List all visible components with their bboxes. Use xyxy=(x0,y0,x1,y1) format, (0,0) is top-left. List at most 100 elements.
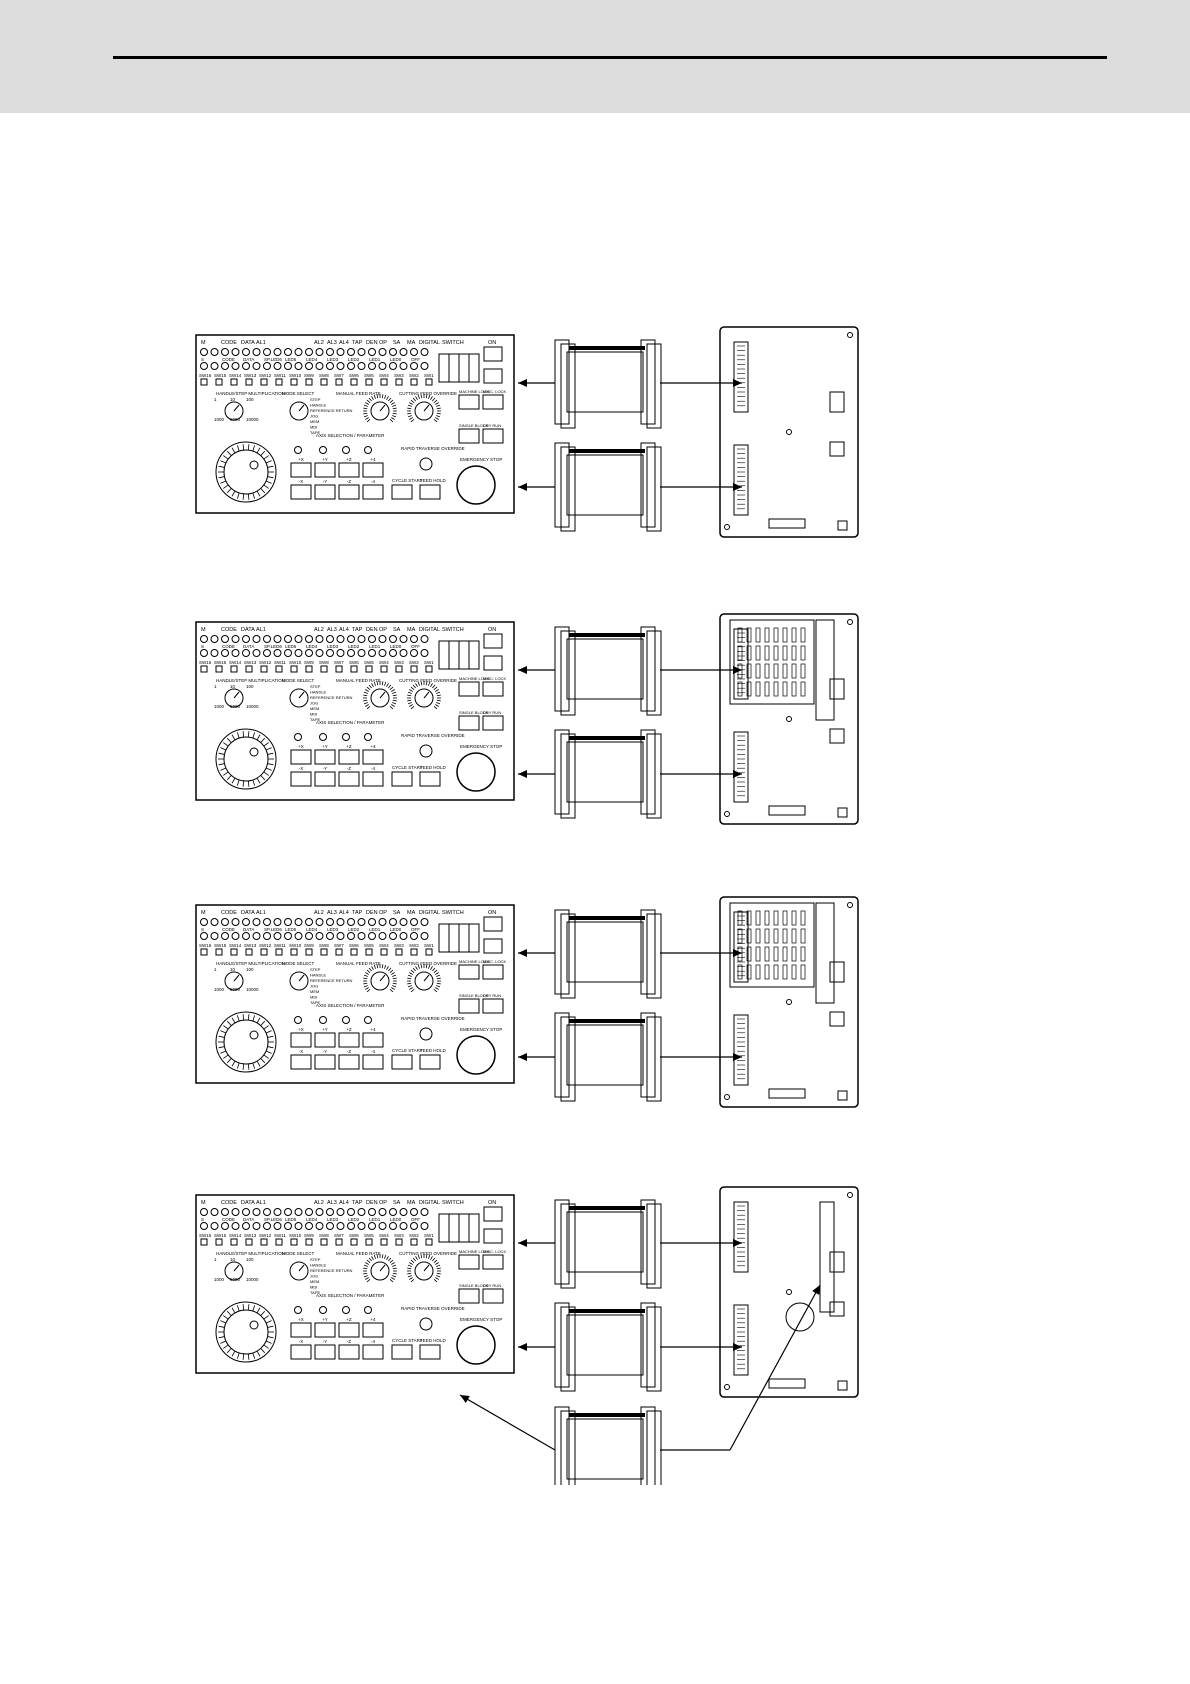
led-indicator xyxy=(252,348,261,356)
switch-label: SW11 xyxy=(274,373,286,378)
arrow-head xyxy=(733,770,742,778)
connector-plug xyxy=(646,913,662,999)
led-indicator xyxy=(294,1222,303,1230)
dial-tick xyxy=(363,1275,368,1278)
dial-tick xyxy=(412,1257,416,1262)
handwheel-tick xyxy=(226,450,232,456)
dial-tick xyxy=(436,702,441,705)
led-indicator xyxy=(315,1208,324,1216)
mode-label: MEM xyxy=(310,1279,319,1284)
heatsink-fin xyxy=(791,964,797,980)
panel-label-row2: LED3 xyxy=(327,927,339,932)
dial-tick xyxy=(386,396,389,400)
led-indicator xyxy=(410,1208,418,1216)
panel-label-row2: LED1 xyxy=(369,927,381,932)
mount-hole xyxy=(724,811,730,817)
panel-label-row2: CODE xyxy=(222,644,235,649)
toggle-switch xyxy=(275,1238,283,1246)
toggle-switch xyxy=(425,378,433,386)
heatsink-fin xyxy=(764,928,770,944)
dial-tick xyxy=(436,985,441,988)
card-outline xyxy=(719,326,859,538)
connector-plug xyxy=(554,1199,570,1285)
card-connector xyxy=(733,731,749,803)
rapid-label: RAPID TRAVERSE OVERRIDE xyxy=(401,446,465,451)
toggle-switch xyxy=(365,1238,373,1246)
connector-plug xyxy=(640,729,656,815)
led-indicator xyxy=(368,348,376,356)
led-indicator xyxy=(200,635,208,643)
dial-tick xyxy=(363,1267,368,1270)
toggle-switch xyxy=(335,665,343,673)
card-connector xyxy=(819,1201,835,1313)
led-indicator xyxy=(399,1222,408,1230)
heatsink-fin xyxy=(746,964,752,980)
knob-scale-label: 10 xyxy=(230,967,236,972)
panel-label-top: AL4 xyxy=(339,627,349,633)
handwheel-inner xyxy=(223,449,269,495)
dial-tick xyxy=(412,967,416,972)
arrow-head xyxy=(518,1343,527,1351)
handwheel-tick xyxy=(236,1015,240,1022)
dial-tick xyxy=(435,972,439,975)
led-indicator xyxy=(210,635,219,643)
panel-label-top: TAP xyxy=(352,627,363,633)
led-indicator xyxy=(252,635,261,643)
panel-label-top: OP xyxy=(379,910,387,916)
dial-tick xyxy=(435,987,439,990)
jog-button xyxy=(338,462,360,478)
toggle-switch xyxy=(200,378,208,386)
panel-frame xyxy=(195,621,515,801)
led-indicator xyxy=(410,649,418,657)
mode-button xyxy=(482,681,504,697)
dial-tick xyxy=(366,706,371,710)
dial-tick xyxy=(428,1254,431,1259)
selector-knob xyxy=(414,1261,434,1281)
knob-scale-label: 100 xyxy=(246,1257,254,1262)
handwheel-tick xyxy=(242,780,245,787)
connector-plug xyxy=(560,446,576,532)
toggle-switch xyxy=(245,665,253,673)
jog-button-label: +4 xyxy=(370,1027,376,1032)
handwheel-tick xyxy=(220,460,227,464)
mode-button-label: MISC. LOCK xyxy=(483,389,506,394)
handwheel-tick xyxy=(226,1058,232,1064)
jog-button-label: -X xyxy=(299,1049,304,1054)
switch-label: SW1 xyxy=(424,1233,434,1238)
led-indicator xyxy=(420,932,429,940)
panel-label-top: M xyxy=(201,340,206,346)
mount-hole xyxy=(786,1289,792,1295)
handwheel-tick xyxy=(263,1344,269,1349)
panel-frame xyxy=(195,1194,515,1374)
selector-knob xyxy=(224,688,244,708)
handwheel-tick xyxy=(218,763,225,766)
dial-tick xyxy=(391,417,395,420)
heatsink-fin xyxy=(791,681,797,697)
led-indicator xyxy=(231,649,240,657)
off-button xyxy=(483,368,503,384)
dial-tick xyxy=(425,964,428,969)
dial-tick xyxy=(392,699,397,702)
switch-label: SW15 xyxy=(214,660,227,665)
control-card xyxy=(719,896,859,1108)
jog-button xyxy=(290,484,312,500)
led-indicator xyxy=(315,649,324,657)
dial-tick xyxy=(384,394,387,399)
mount-hole xyxy=(786,999,792,1005)
handwheel-tick xyxy=(231,734,236,741)
relay-connector xyxy=(554,1302,662,1392)
cycle-label: CYCLE START xyxy=(392,478,423,483)
control-card xyxy=(719,613,859,825)
off-button xyxy=(483,655,503,671)
panel-label-row2: LED0 xyxy=(390,927,402,932)
knob-scale-label: 100 xyxy=(246,967,254,972)
led-indicator xyxy=(420,635,429,643)
led-indicator xyxy=(200,1208,208,1216)
led-indicator xyxy=(263,932,271,940)
dial-tick xyxy=(407,404,412,407)
led-indicator xyxy=(242,918,250,926)
panel-label-top: AL1 xyxy=(256,1200,266,1206)
